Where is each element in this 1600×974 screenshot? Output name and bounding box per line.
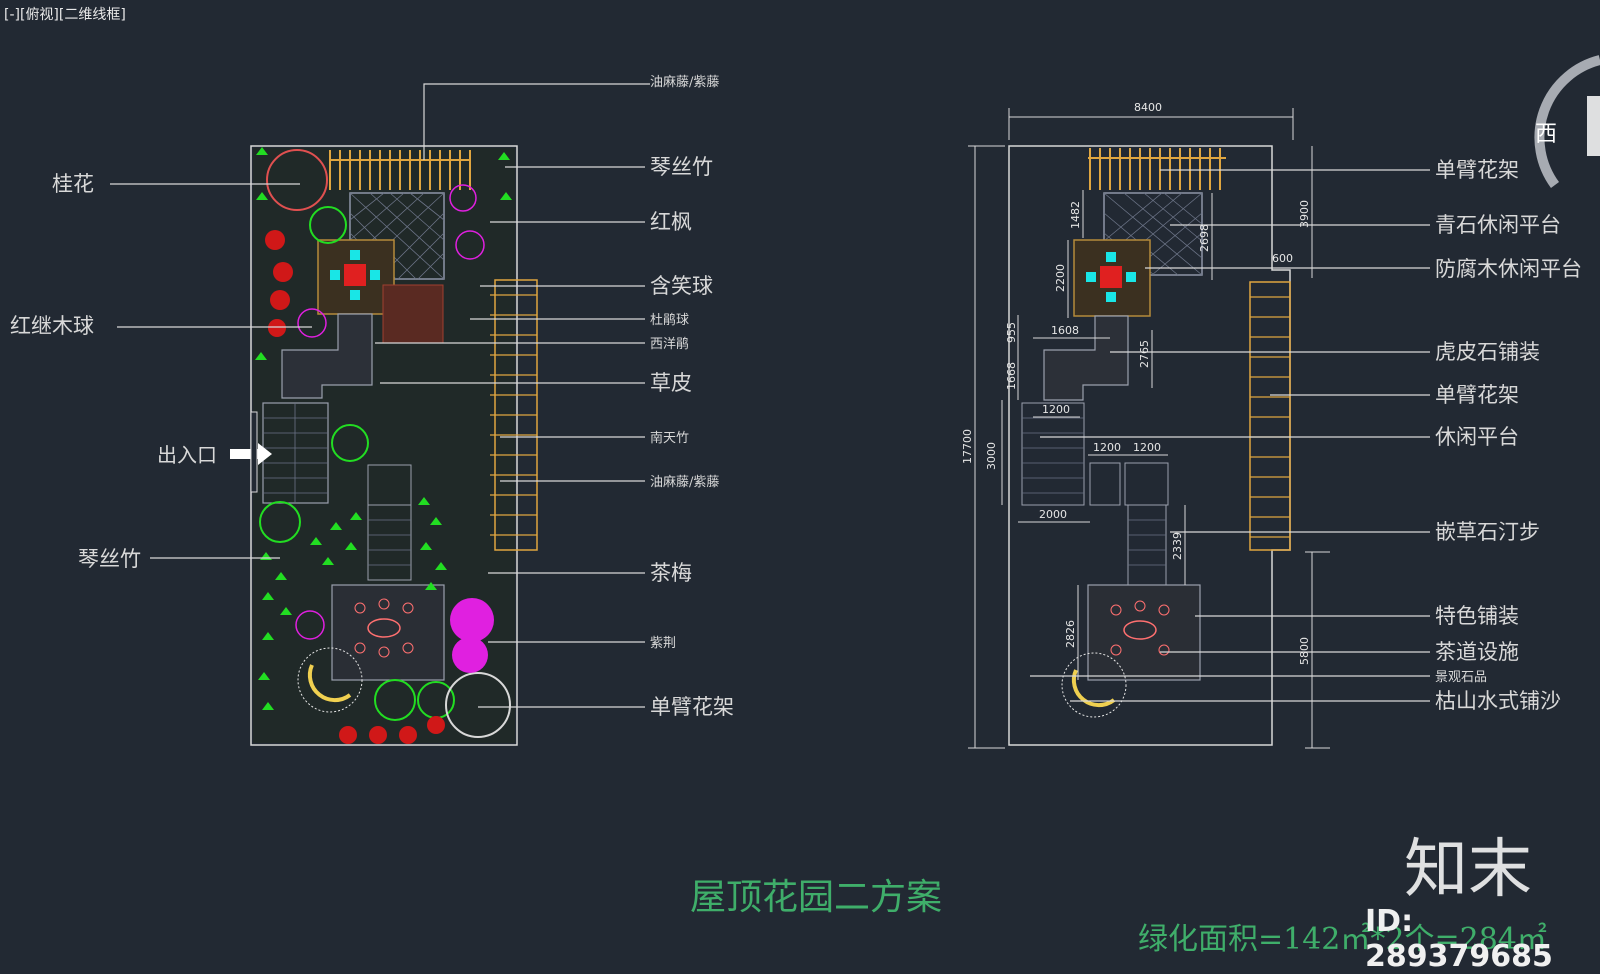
green-area-text: 绿化面积=142㎡*2个=284㎡ — [1138, 922, 1547, 957]
dimension-lines — [968, 108, 1330, 749]
viewport-label[interactable]: [-][俯视][二维线框] — [4, 7, 126, 23]
dim-1200-a: 1200 — [1042, 403, 1070, 416]
label-redbud: 紫荆 — [650, 635, 676, 651]
bamboo-leaves — [255, 147, 512, 710]
red-shrubs — [265, 230, 445, 744]
label-michelia: 含笑球 — [650, 274, 713, 298]
green-trees — [259, 149, 511, 738]
label-bamboo-left: 琴丝竹 — [78, 547, 141, 571]
label-entrance: 出入口 — [157, 443, 217, 467]
tea-table — [344, 264, 366, 286]
label-bamboo-right: 琴丝竹 — [650, 155, 713, 179]
left-plan — [110, 83, 650, 746]
dim-1482: 1482 — [1069, 201, 1082, 229]
dim-2765: 2765 — [1138, 340, 1151, 368]
dry-landscape-sand — [297, 647, 363, 713]
feature-paving — [331, 584, 445, 681]
label-r-stepping-stones: 嵌草石汀步 — [1435, 520, 1540, 544]
label-vine-1: 油麻藤/紫藤 — [650, 75, 719, 90]
dim-width: 8400 — [1134, 101, 1162, 114]
dim-1200-b: 1200 — [1093, 441, 1121, 454]
right-plan — [968, 108, 1430, 749]
magenta-shrubs — [450, 598, 494, 673]
dim-2339: 2339 — [1171, 532, 1184, 560]
label-r-crazy-paving: 虎皮石铺装 — [1435, 340, 1540, 364]
label-azalea: 杜鹃球 — [650, 312, 689, 328]
stone-platform — [349, 192, 445, 280]
label-loropetalum-ball: 红继木球 — [10, 314, 94, 338]
label-camellia: 茶梅 — [650, 561, 692, 585]
label-osmanthus: 桂花 — [52, 172, 94, 196]
dim-2698: 2698 — [1198, 224, 1211, 252]
label-r-pergola-side: 单臂花架 — [1435, 383, 1519, 407]
dim-1608: 1608 — [1051, 324, 1079, 337]
dim-height: 17700 — [961, 429, 974, 464]
label-r-dry-sand: 枯山水式铺沙 — [1435, 689, 1561, 713]
dim-955: 955 — [1005, 322, 1018, 343]
label-r-stone-platform: 青石休闲平台 — [1435, 213, 1561, 237]
label-r-landscape-stone: 景观石品 — [1435, 670, 1487, 685]
dim-1668: 1668 — [1005, 362, 1018, 390]
compass-west-label[interactable]: 西 — [1535, 122, 1558, 147]
label-lawn: 草皮 — [650, 371, 692, 395]
label-pergola-left: 单臂花架 — [650, 695, 734, 719]
right-top-pergola — [1088, 148, 1226, 190]
red-brick-path — [382, 284, 444, 344]
drawing-title: 屋顶花园二方案 — [690, 877, 943, 918]
dim-3900: 3900 — [1298, 200, 1311, 228]
watermark-id: ID: 289379685 — [1365, 904, 1553, 974]
dim-1200-c: 1200 — [1133, 441, 1161, 454]
label-nandina: 南天竹 — [650, 430, 689, 446]
watermark-brand: 知末 — [1404, 833, 1532, 907]
crazy-paving — [281, 313, 373, 399]
dim-3000: 3000 — [985, 442, 998, 470]
label-r-tea-facility: 茶道设施 — [1435, 640, 1519, 664]
right-leader-lines — [1030, 169, 1430, 702]
label-r-leisure-platform: 休闲平台 — [1435, 425, 1519, 449]
dim-2200: 2200 — [1054, 264, 1067, 292]
label-r-pergola-top: 单臂花架 — [1435, 158, 1519, 182]
label-r-wood-platform: 防腐木休闲平台 — [1435, 257, 1582, 281]
dim-2826: 2826 — [1064, 620, 1077, 648]
top-pergola — [329, 150, 471, 190]
label-western-azalea: 西洋鹃 — [650, 336, 689, 352]
view-cube-ring[interactable] — [1534, 55, 1600, 188]
dim-600: 600 — [1272, 252, 1293, 265]
label-maple: 红枫 — [650, 210, 692, 234]
label-vine-2: 油麻藤/紫藤 — [650, 475, 719, 490]
dim-5800: 5800 — [1298, 637, 1311, 665]
dim-2000: 2000 — [1039, 508, 1067, 521]
label-r-feature-paving: 特色铺装 — [1435, 604, 1519, 628]
left-leader-lines — [110, 83, 650, 708]
